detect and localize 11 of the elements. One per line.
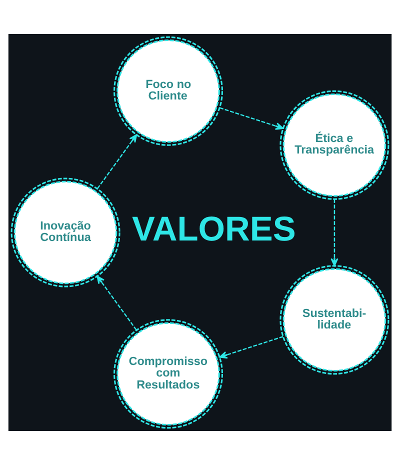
arrow [330, 198, 338, 266]
node-circle: Ética e Transparência [280, 90, 390, 200]
node-circle: Sustentabi- lidade [280, 264, 390, 374]
node-circle: Compromisso com Resultados [114, 318, 224, 428]
arrow [96, 275, 137, 330]
node-circle: Inovação Contínua [10, 177, 120, 287]
arrow [96, 134, 138, 188]
arrow [220, 106, 284, 130]
arrow [219, 336, 284, 358]
node-circle: Foco no Cliente [114, 36, 224, 146]
label: VALORES [132, 210, 296, 248]
